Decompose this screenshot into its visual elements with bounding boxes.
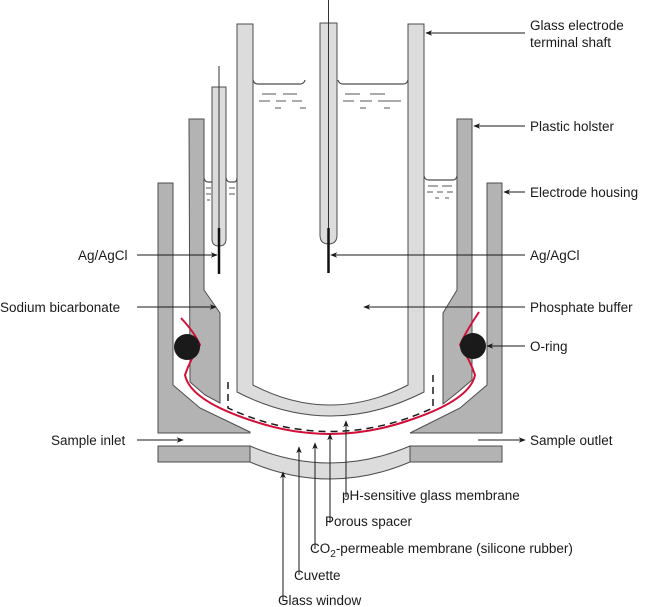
buffer-liquid-lines <box>259 93 401 109</box>
label-o-ring: O-ring <box>530 339 568 354</box>
bicarbonate-meniscus-left <box>203 177 212 183</box>
label-co2-prefix: CO <box>310 541 330 556</box>
label-ph-membrane: pH-sensitive glass membrane <box>342 488 520 503</box>
cuvette-plate-right <box>409 445 503 463</box>
buffer-meniscus-right <box>337 79 409 85</box>
label-glass-shaft-line1: Glass electrode <box>530 18 624 33</box>
label-porous-spacer: Porous spacer <box>325 514 413 529</box>
label-plastic-holster: Plastic holster <box>530 119 615 134</box>
glass-electrode-shaft <box>236 23 425 417</box>
label-electrode-housing: Electrode housing <box>530 185 638 200</box>
label-glass-shaft-line2: terminal shaft <box>530 35 611 50</box>
o-ring-right <box>460 333 486 359</box>
electrode-housing-left <box>157 182 251 434</box>
label-phosphate-buffer: Phosphate buffer <box>530 300 633 315</box>
electrode-housing-right <box>409 182 503 434</box>
plastic-holster-left <box>188 118 221 404</box>
label-agagcl-right: Ag/AgCl <box>530 248 580 263</box>
label-cuvette: Cuvette <box>294 568 341 583</box>
bicarbonate-liquid-lines <box>206 185 453 201</box>
label-agagcl-left: Ag/AgCl <box>78 248 128 263</box>
cuvette-plate-left <box>157 445 251 463</box>
label-co2-suffix: -permeable membrane (silicone rubber) <box>336 541 573 556</box>
o-ring-left <box>174 334 200 360</box>
label-sodium-bicarbonate: Sodium bicarbonate <box>0 300 120 315</box>
label-co2-subscript: 2 <box>330 549 336 560</box>
label-sample-inlet: Sample inlet <box>51 433 126 448</box>
bicarbonate-meniscus-right <box>423 175 458 181</box>
buffer-meniscus-left <box>252 79 306 85</box>
label-co2-membrane: CO2-permeable membrane (silicone rubber) <box>310 541 573 560</box>
plastic-holster-right <box>442 118 473 406</box>
label-sample-outlet: Sample outlet <box>530 433 613 448</box>
label-glass-window: Glass window <box>278 593 362 607</box>
bicarbonate-meniscus-mid <box>225 177 238 183</box>
porous-spacer <box>227 372 434 433</box>
glass-window <box>249 445 411 480</box>
